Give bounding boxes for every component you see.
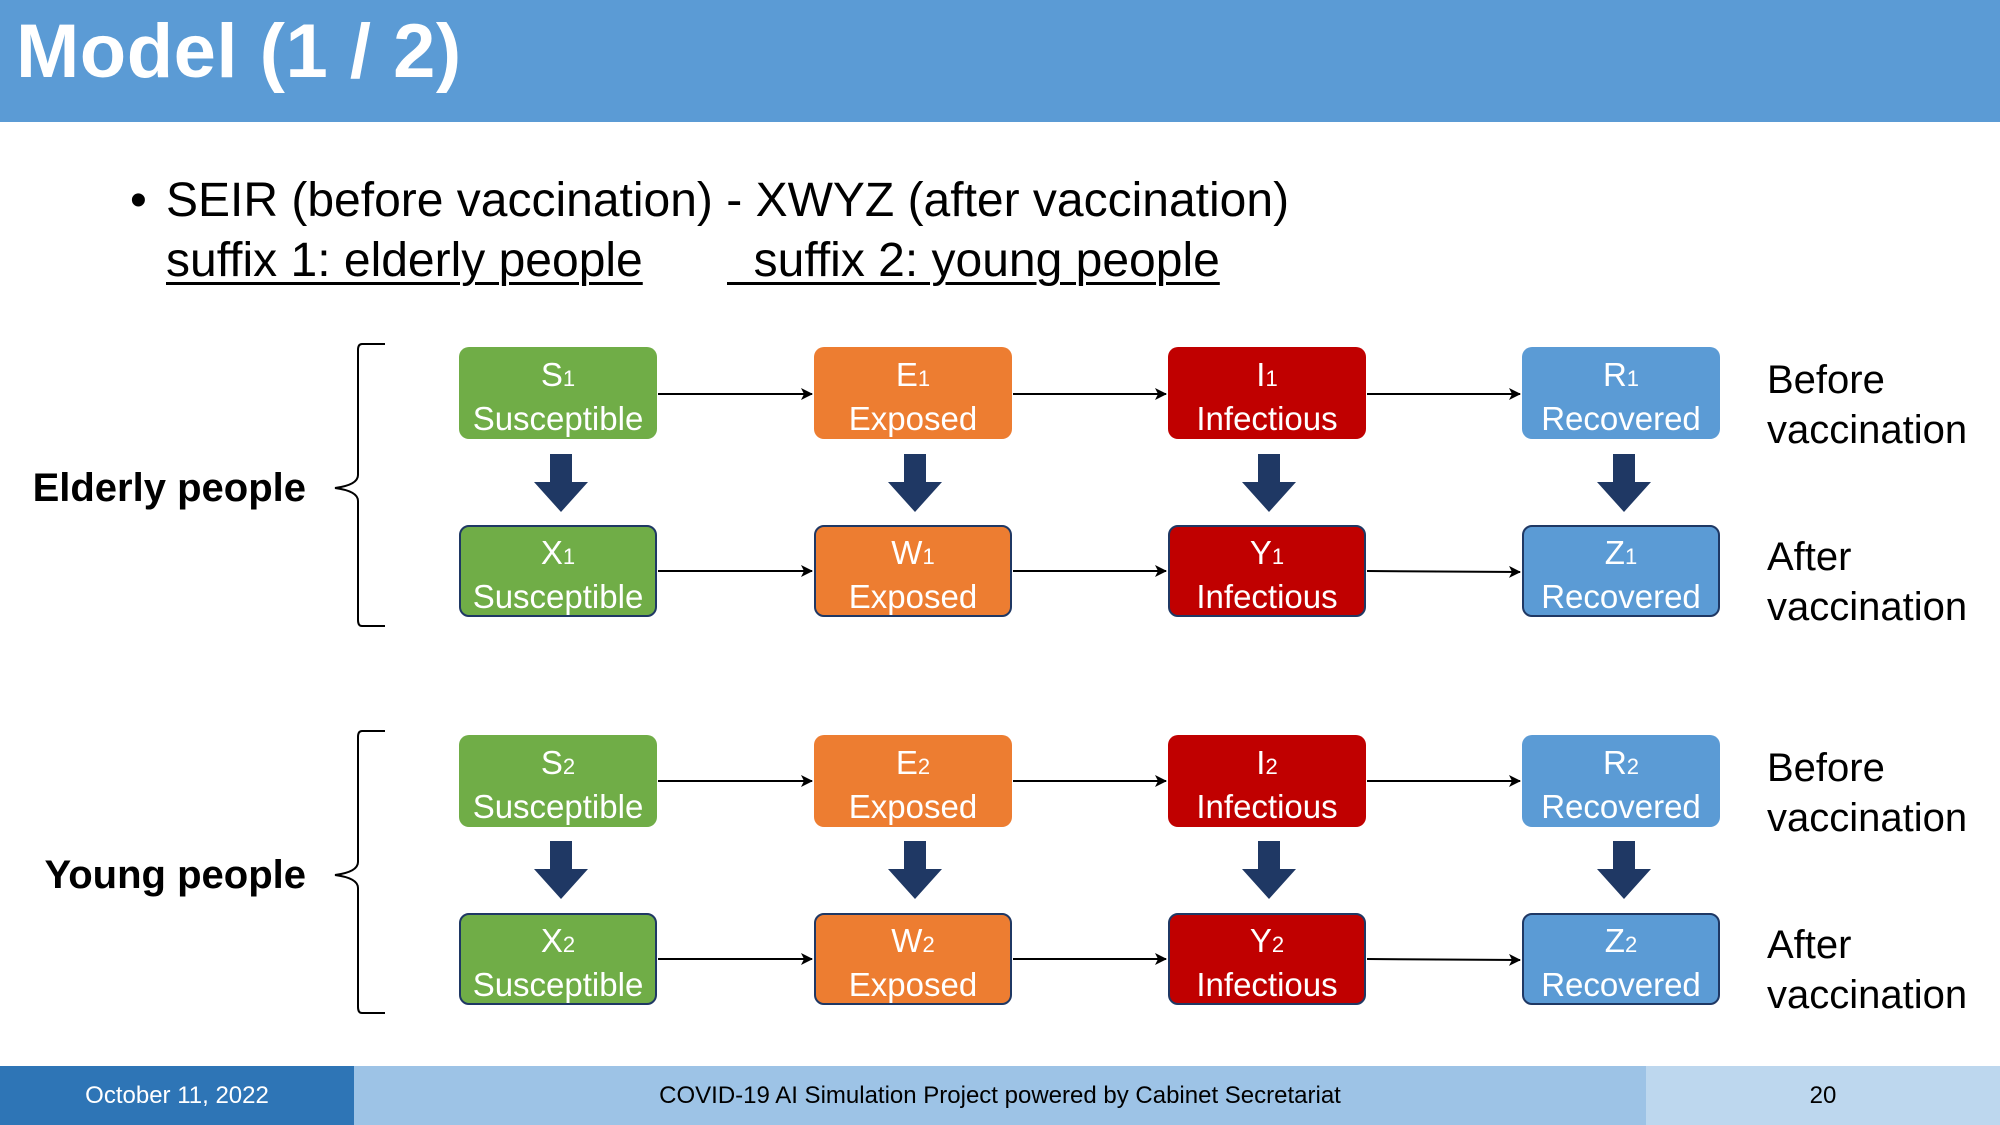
vaccination-arrow-s1 [534, 454, 588, 512]
box-s1: S1 Susceptible [459, 347, 657, 439]
bullet-text: SEIR (before vaccination) - XWYZ (after … [166, 174, 1290, 227]
footer-date: October 11, 2022 [0, 1066, 354, 1125]
footer-project: COVID-19 AI Simulation Project powered b… [354, 1066, 1646, 1125]
vaccination-arrow-e2 [888, 841, 942, 899]
box-i1: I1 Infectious [1168, 347, 1366, 439]
vaccination-arrow-s2 [534, 841, 588, 899]
box-y2: Y2 Infectious [1168, 913, 1366, 1005]
page-title: Model (1 / 2) [16, 9, 462, 94]
footer-page-number: 20 [1646, 1066, 2000, 1125]
box-e2: E2 Exposed [814, 735, 1012, 827]
box-x1: X1 Susceptible [459, 525, 657, 617]
box-e1: E1 Exposed [814, 347, 1012, 439]
vaccination-arrow-i2 [1242, 841, 1296, 899]
suffix-2-label: suffix 2: young people [727, 234, 1220, 287]
box-z2: Z2 Recovered [1522, 913, 1720, 1005]
box-r1: R1 Recovered [1522, 347, 1720, 439]
box-r2: R2 Recovered [1522, 735, 1720, 827]
box-i2: I2 Infectious [1168, 735, 1366, 827]
arrow-y2-z2 [1366, 953, 1521, 966]
vaccination-arrow-i1 [1242, 454, 1296, 512]
vaccination-arrow-r1 [1597, 454, 1651, 512]
brace-young [334, 730, 385, 1014]
box-x2: X2 Susceptible [459, 913, 657, 1005]
box-w1: W1 Exposed [814, 525, 1012, 617]
box-z1: Z1 Recovered [1522, 525, 1720, 617]
vaccination-arrow-r2 [1597, 841, 1651, 899]
box-s2: S2 Susceptible [459, 735, 657, 827]
bullet-marker: • [130, 174, 147, 227]
group-label-young: Young people [44, 853, 306, 897]
vaccination-arrow-e1 [888, 454, 942, 512]
title-bar: Model (1 / 2) [0, 0, 2000, 122]
box-y1: Y1 Infectious [1168, 525, 1366, 617]
group-label-elderly: Elderly people [32, 466, 306, 510]
arrow-y1-z1 [1366, 565, 1521, 578]
brace-elderly [334, 343, 385, 627]
box-w2: W2 Exposed [814, 913, 1012, 1005]
suffix-1-label: suffix 1: elderly people [166, 234, 643, 287]
